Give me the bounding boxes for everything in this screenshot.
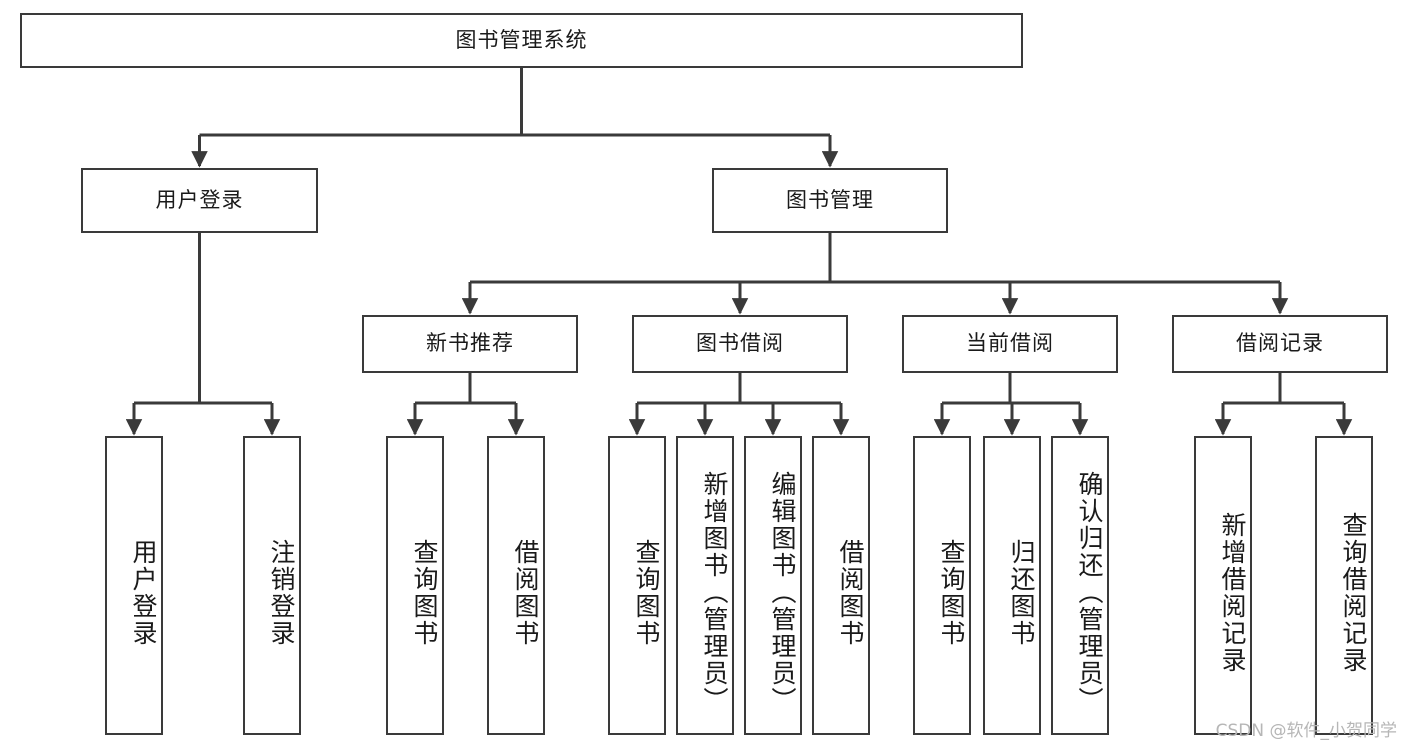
node-l1a: 用户登录 xyxy=(81,168,318,233)
node-label: 用户登录 xyxy=(129,538,158,647)
node-leaf-13: 查询借阅记录 xyxy=(1315,436,1373,735)
node-label: 归还图书 xyxy=(1007,538,1036,647)
edge-paths xyxy=(125,68,1353,436)
node-label: 图书借阅 xyxy=(696,331,784,356)
node-l2d: 借阅记录 xyxy=(1172,315,1388,373)
node-leaf-11: 确认归还（管理员） xyxy=(1051,436,1109,735)
node-l2c: 当前借阅 xyxy=(902,315,1118,373)
node-label: 注销登录 xyxy=(267,538,296,647)
node-leaf-10: 归还图书 xyxy=(983,436,1041,735)
node-leaf-7: 编辑图书（管理员） xyxy=(744,436,802,735)
node-label: 当前借阅 xyxy=(966,331,1054,356)
node-leaf-2: 注销登录 xyxy=(243,436,301,735)
node-label: 用户登录 xyxy=(155,187,244,212)
node-label: 借阅记录 xyxy=(1236,331,1324,356)
node-label: 确认归还（管理员） xyxy=(1075,471,1104,714)
node-leaf-12: 新增借阅记录 xyxy=(1194,436,1252,735)
node-label: 借阅图书 xyxy=(511,538,540,647)
node-label: 查询图书 xyxy=(410,538,439,647)
node-l2a: 新书推荐 xyxy=(362,315,578,373)
csdn-watermark: CSDN @软件_小贺同学 xyxy=(1215,721,1397,741)
node-label: 查询图书 xyxy=(632,538,661,647)
node-root: 图书管理系统 xyxy=(20,13,1023,68)
node-leaf-8: 借阅图书 xyxy=(812,436,870,735)
node-leaf-9: 查询图书 xyxy=(913,436,971,735)
node-label: 新增借阅记录 xyxy=(1218,511,1247,674)
node-label: 查询图书 xyxy=(937,538,966,647)
node-leaf-1: 用户登录 xyxy=(105,436,163,735)
node-l1b: 图书管理 xyxy=(712,168,948,233)
node-label: 新书推荐 xyxy=(426,331,514,356)
node-label: 新增图书（管理员） xyxy=(700,471,729,714)
node-leaf-3: 查询图书 xyxy=(386,436,444,735)
node-leaf-5: 查询图书 xyxy=(608,436,666,735)
node-l2b: 图书借阅 xyxy=(632,315,848,373)
node-label: 查询借阅记录 xyxy=(1339,511,1368,674)
node-leaf-6: 新增图书（管理员） xyxy=(676,436,734,735)
node-label: 编辑图书（管理员） xyxy=(768,471,797,714)
node-label: 图书管理系统 xyxy=(455,27,588,52)
node-label: 图书管理 xyxy=(786,187,874,212)
node-label: 借阅图书 xyxy=(836,538,865,647)
node-leaf-4: 借阅图书 xyxy=(487,436,545,735)
